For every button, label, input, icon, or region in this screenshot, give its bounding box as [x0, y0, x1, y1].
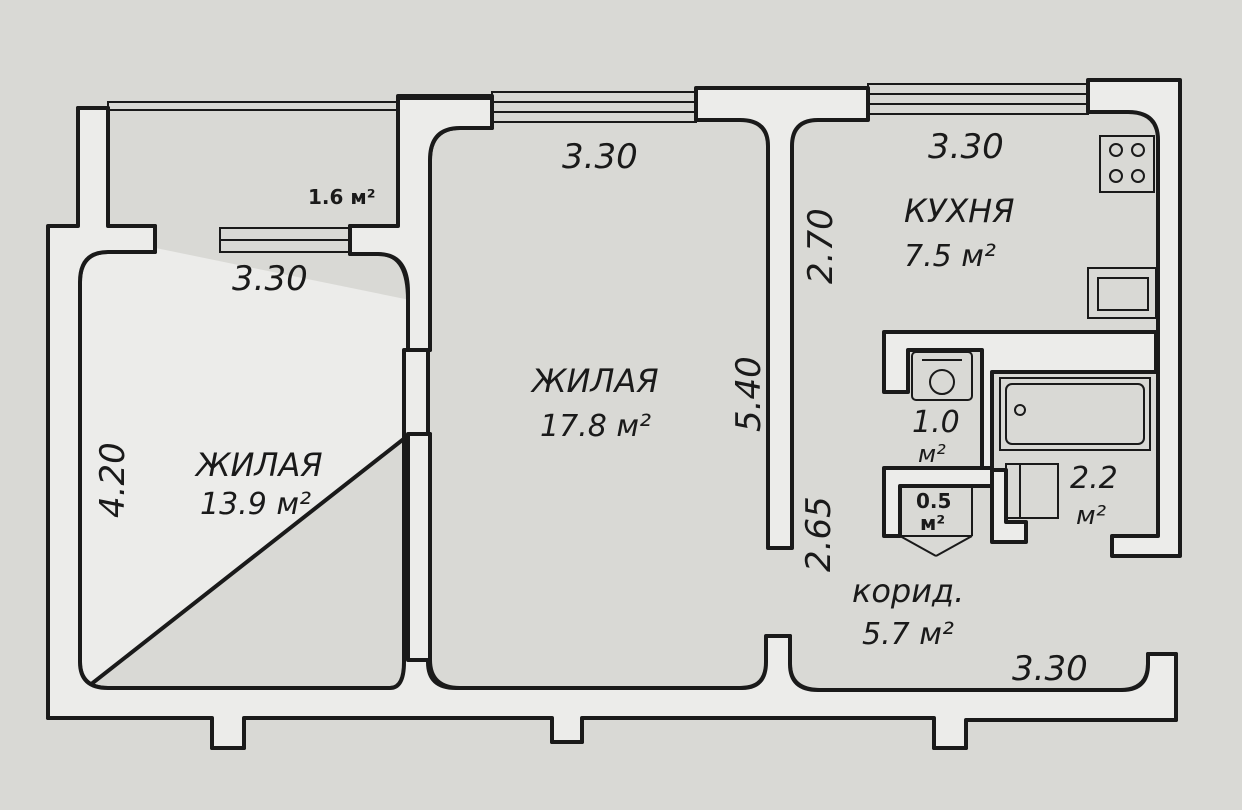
balcony-area: 1.6 м² — [308, 185, 376, 209]
dim-kitchen-depth: 2.70 — [801, 208, 841, 284]
living-middle-area: 17.8 м² — [540, 409, 651, 444]
dim-bottom-right: 3.30 — [1012, 649, 1088, 689]
toilet-icon — [911, 351, 973, 401]
closet-door — [899, 535, 937, 557]
outer-wall-band — [46, 106, 1178, 750]
dim-top-right: 3.30 — [928, 127, 1004, 167]
stove-icon — [1099, 135, 1155, 193]
washbasin-icon — [1005, 463, 1059, 519]
closet-area-value: 0.5 — [916, 489, 951, 513]
bathroom-area-value: 2.2 — [1070, 461, 1118, 496]
closet-area-unit: м² — [920, 511, 945, 535]
bathtub-icon — [999, 377, 1151, 451]
kitchen-area: 7.5 м² — [904, 239, 996, 274]
dim-top-left: 3.30 — [232, 259, 308, 299]
dim-left-height: 4.20 — [93, 442, 133, 518]
window-kitchen — [867, 83, 1089, 115]
living-left-area: 13.9 м² — [200, 487, 311, 522]
toilet-area-value: 1.0 — [912, 405, 960, 440]
partition-left-upper — [348, 96, 494, 352]
window-balcony — [107, 101, 399, 111]
dim-corridor-depth: 2.65 — [799, 496, 839, 572]
corridor-area: 5.7 м² — [862, 617, 954, 652]
bathroom-area-unit: м² — [1076, 501, 1106, 531]
sanitary-block — [882, 330, 1158, 557]
toilet-area-unit: м² — [918, 440, 946, 468]
partition-middle-kitchen — [694, 86, 870, 550]
dim-top-middle: 3.30 — [562, 137, 638, 177]
window-middle — [491, 91, 697, 123]
kitchen-name: КУХНЯ — [904, 192, 1014, 230]
windows — [107, 83, 1089, 253]
sink-icon — [1087, 267, 1157, 319]
living-middle-name: ЖИЛАЯ — [530, 362, 659, 400]
living-left-name: ЖИЛАЯ — [194, 446, 323, 484]
right-wall — [1086, 78, 1182, 558]
partition-left-lower — [406, 432, 432, 662]
corridor-name: корид. — [852, 572, 964, 610]
dim-middle-depth: 5.40 — [729, 356, 769, 432]
